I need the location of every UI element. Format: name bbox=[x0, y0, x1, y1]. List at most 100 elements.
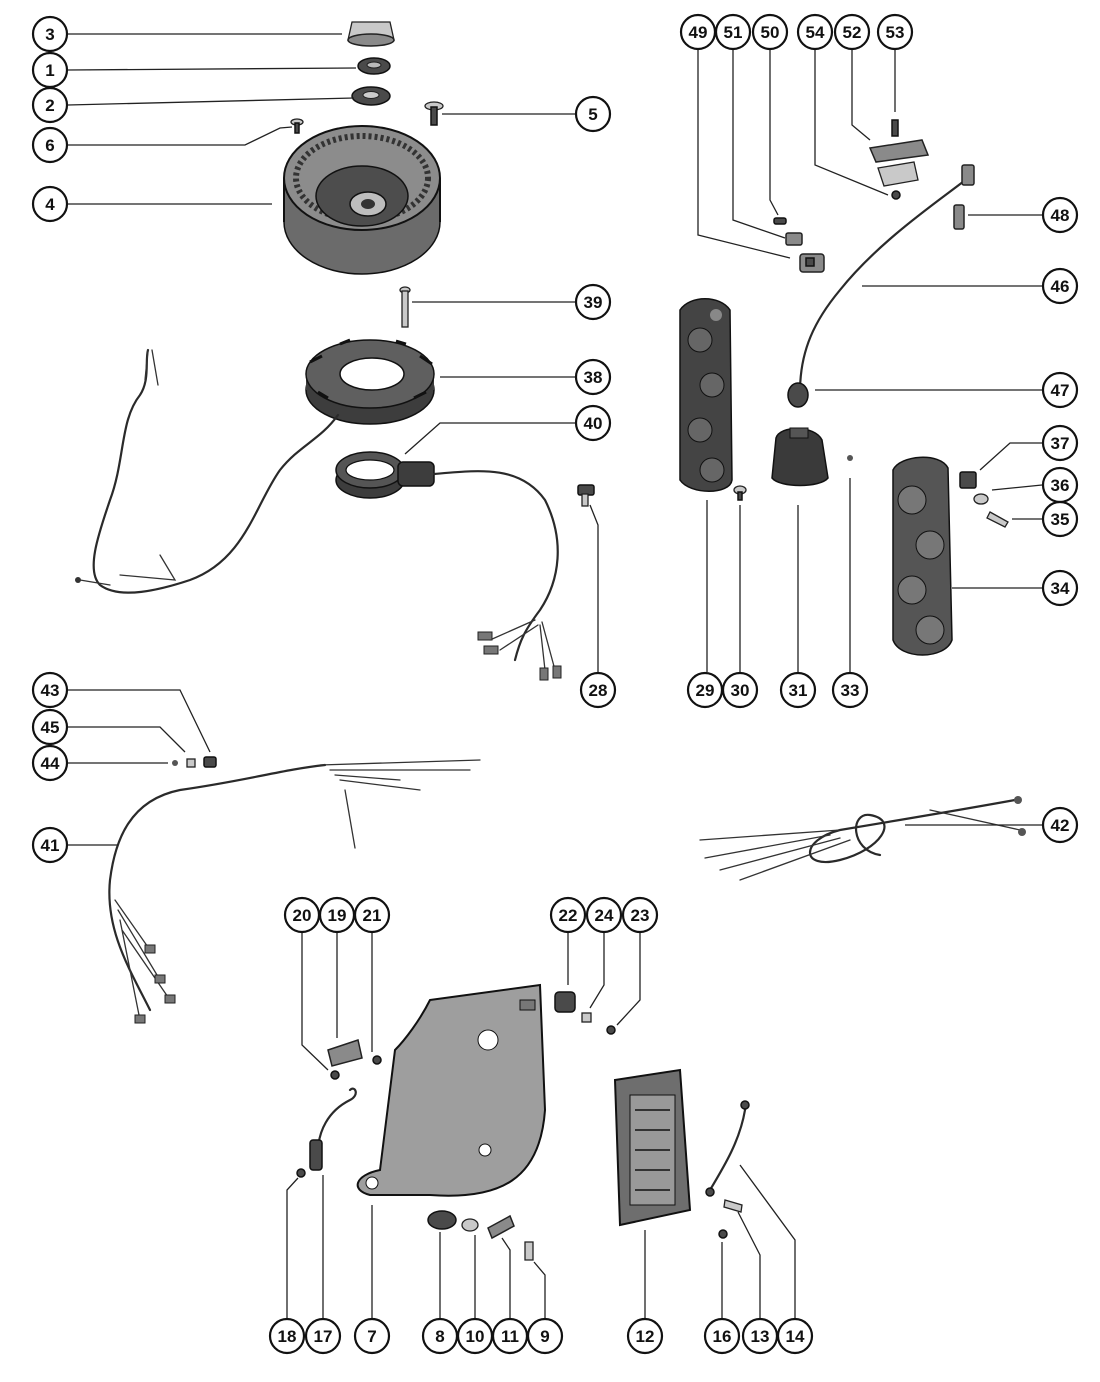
callout-number: 39 bbox=[584, 293, 603, 312]
part-9-screw bbox=[524, 1241, 534, 1261]
callout-40: 40 bbox=[574, 404, 612, 442]
callout-circle bbox=[353, 896, 391, 934]
callout-37: 37 bbox=[1041, 424, 1079, 462]
callout-circle bbox=[721, 671, 759, 709]
callout-number: 43 bbox=[41, 681, 60, 700]
callout-number: 46 bbox=[1051, 277, 1070, 296]
callout-circle bbox=[574, 358, 612, 396]
callout-number: 40 bbox=[584, 414, 603, 433]
callout-2: 2 bbox=[31, 86, 69, 124]
part-33-pin bbox=[847, 455, 853, 461]
part-19-bracket bbox=[327, 1039, 363, 1067]
callout-number: 29 bbox=[696, 681, 715, 700]
callout-circle bbox=[626, 1317, 664, 1355]
part-20-screw bbox=[330, 1070, 340, 1080]
part-23-screw bbox=[606, 1025, 616, 1035]
part-12-switch-box bbox=[613, 1068, 692, 1227]
callout-41: 41 bbox=[31, 826, 69, 864]
callout-circle bbox=[751, 13, 789, 51]
part-52-bracket bbox=[868, 139, 930, 187]
callout-20: 20 bbox=[283, 896, 321, 934]
callout-circle bbox=[31, 185, 69, 223]
callout-21: 21 bbox=[353, 896, 391, 934]
callout-circle bbox=[304, 1317, 342, 1355]
callout-number: 48 bbox=[1051, 206, 1070, 225]
callout-1: 1 bbox=[31, 51, 69, 89]
callout-52: 52 bbox=[833, 13, 871, 51]
callout-number: 12 bbox=[636, 1327, 655, 1346]
part-illustrations bbox=[75, 21, 1026, 1261]
callout-3: 3 bbox=[31, 15, 69, 53]
callout-44: 44 bbox=[31, 744, 69, 782]
part-28-screw bbox=[577, 484, 595, 507]
callout-39: 39 bbox=[574, 283, 612, 321]
callout-13: 13 bbox=[741, 1317, 779, 1355]
callout-number: 14 bbox=[786, 1327, 805, 1346]
callout-number: 2 bbox=[45, 96, 54, 115]
callout-28: 28 bbox=[579, 671, 617, 709]
callout-circle bbox=[876, 13, 914, 51]
callout-number: 31 bbox=[789, 681, 808, 700]
part-24-nut bbox=[581, 1012, 592, 1023]
part-18-screw bbox=[296, 1168, 306, 1178]
callout-number: 11 bbox=[501, 1327, 519, 1346]
part-10-washer bbox=[461, 1218, 479, 1232]
callout-8: 8 bbox=[421, 1317, 459, 1355]
callout-number: 6 bbox=[45, 136, 54, 155]
callout-number: 13 bbox=[751, 1327, 770, 1346]
callout-circle bbox=[833, 13, 871, 51]
callout-circle bbox=[31, 708, 69, 746]
callout-19: 19 bbox=[318, 896, 356, 934]
callout-7: 7 bbox=[353, 1317, 391, 1355]
callout-number: 24 bbox=[595, 906, 614, 925]
callout-circle bbox=[268, 1317, 306, 1355]
part-6-screw bbox=[290, 118, 304, 134]
callout-circle bbox=[574, 404, 612, 442]
callout-circle bbox=[31, 126, 69, 164]
callout-circle bbox=[1041, 267, 1079, 305]
callout-circle bbox=[796, 13, 834, 51]
callout-36: 36 bbox=[1041, 466, 1079, 504]
callout-circle bbox=[353, 1317, 391, 1355]
callout-circle bbox=[1041, 806, 1079, 844]
callout-circle bbox=[714, 13, 752, 51]
callout-number: 35 bbox=[1051, 510, 1070, 529]
part-34-cap bbox=[892, 456, 953, 656]
callout-circle bbox=[574, 95, 612, 133]
callout-number: 36 bbox=[1051, 476, 1070, 495]
callout-number: 41 bbox=[41, 836, 60, 855]
part-48-terminal bbox=[953, 204, 965, 230]
part-8-grommet bbox=[427, 1210, 457, 1230]
part-31-rotor bbox=[771, 427, 829, 487]
callout-34: 34 bbox=[1041, 569, 1079, 607]
callout-circle bbox=[779, 671, 817, 709]
part-14-ground-lead bbox=[705, 1100, 750, 1197]
part-21-screw bbox=[372, 1055, 382, 1065]
callout-circle bbox=[831, 671, 869, 709]
callout-30: 30 bbox=[721, 671, 759, 709]
callout-12: 12 bbox=[626, 1317, 664, 1355]
part-42-harness bbox=[699, 796, 1026, 881]
part-54-nut bbox=[891, 190, 901, 200]
callout-circle bbox=[31, 826, 69, 864]
callout-number: 47 bbox=[1051, 381, 1070, 400]
callout-circle bbox=[31, 671, 69, 709]
callout-circle bbox=[31, 744, 69, 782]
callout-53: 53 bbox=[876, 13, 914, 51]
callout-number: 20 bbox=[293, 906, 312, 925]
callout-number: 42 bbox=[1051, 816, 1070, 835]
part-36-washer bbox=[973, 493, 989, 505]
callout-22: 22 bbox=[549, 896, 587, 934]
callout-number: 38 bbox=[584, 368, 603, 387]
part-1-nut bbox=[357, 57, 391, 75]
part-4-flywheel bbox=[283, 125, 441, 275]
part-50-screw bbox=[773, 217, 787, 225]
callout-number: 19 bbox=[328, 906, 347, 925]
callout-33: 33 bbox=[831, 671, 869, 709]
part-5-screw bbox=[424, 101, 444, 126]
callout-38: 38 bbox=[574, 358, 612, 396]
callout-circle bbox=[574, 283, 612, 321]
callout-circle bbox=[31, 86, 69, 124]
callout-circle bbox=[31, 15, 69, 53]
